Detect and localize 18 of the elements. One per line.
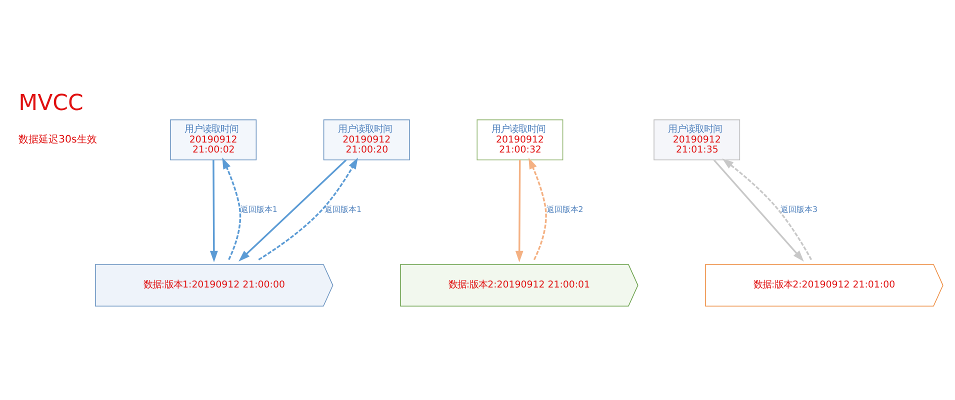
node-box: 用户读取时间 20190912 21:01:35 bbox=[654, 119, 740, 160]
arrow bbox=[515, 160, 524, 262]
arrow bbox=[528, 158, 547, 260]
node-box: 用户读取时间 20190912 21:00:02 bbox=[170, 119, 257, 160]
node-box: 用户读取时间 20190912 21:00:32 bbox=[476, 119, 564, 160]
arrow bbox=[238, 159, 347, 262]
arrow bbox=[713, 159, 804, 262]
node-box: 用户读取时间 20190912 21:00:20 bbox=[323, 119, 410, 160]
arrow bbox=[722, 158, 812, 260]
arrow bbox=[258, 158, 358, 260]
arrow bbox=[222, 158, 242, 260]
edge-label: 返回版本2 bbox=[546, 204, 584, 214]
label: 数据延迟30s生效 bbox=[18, 134, 97, 146]
edge-label: 返回版本3 bbox=[780, 204, 818, 214]
edge-label: 返回版本1 bbox=[240, 204, 278, 214]
edge-label: 返回版本1 bbox=[324, 204, 362, 214]
diagram-title: MVCC bbox=[18, 90, 84, 116]
arrow bbox=[210, 160, 218, 262]
